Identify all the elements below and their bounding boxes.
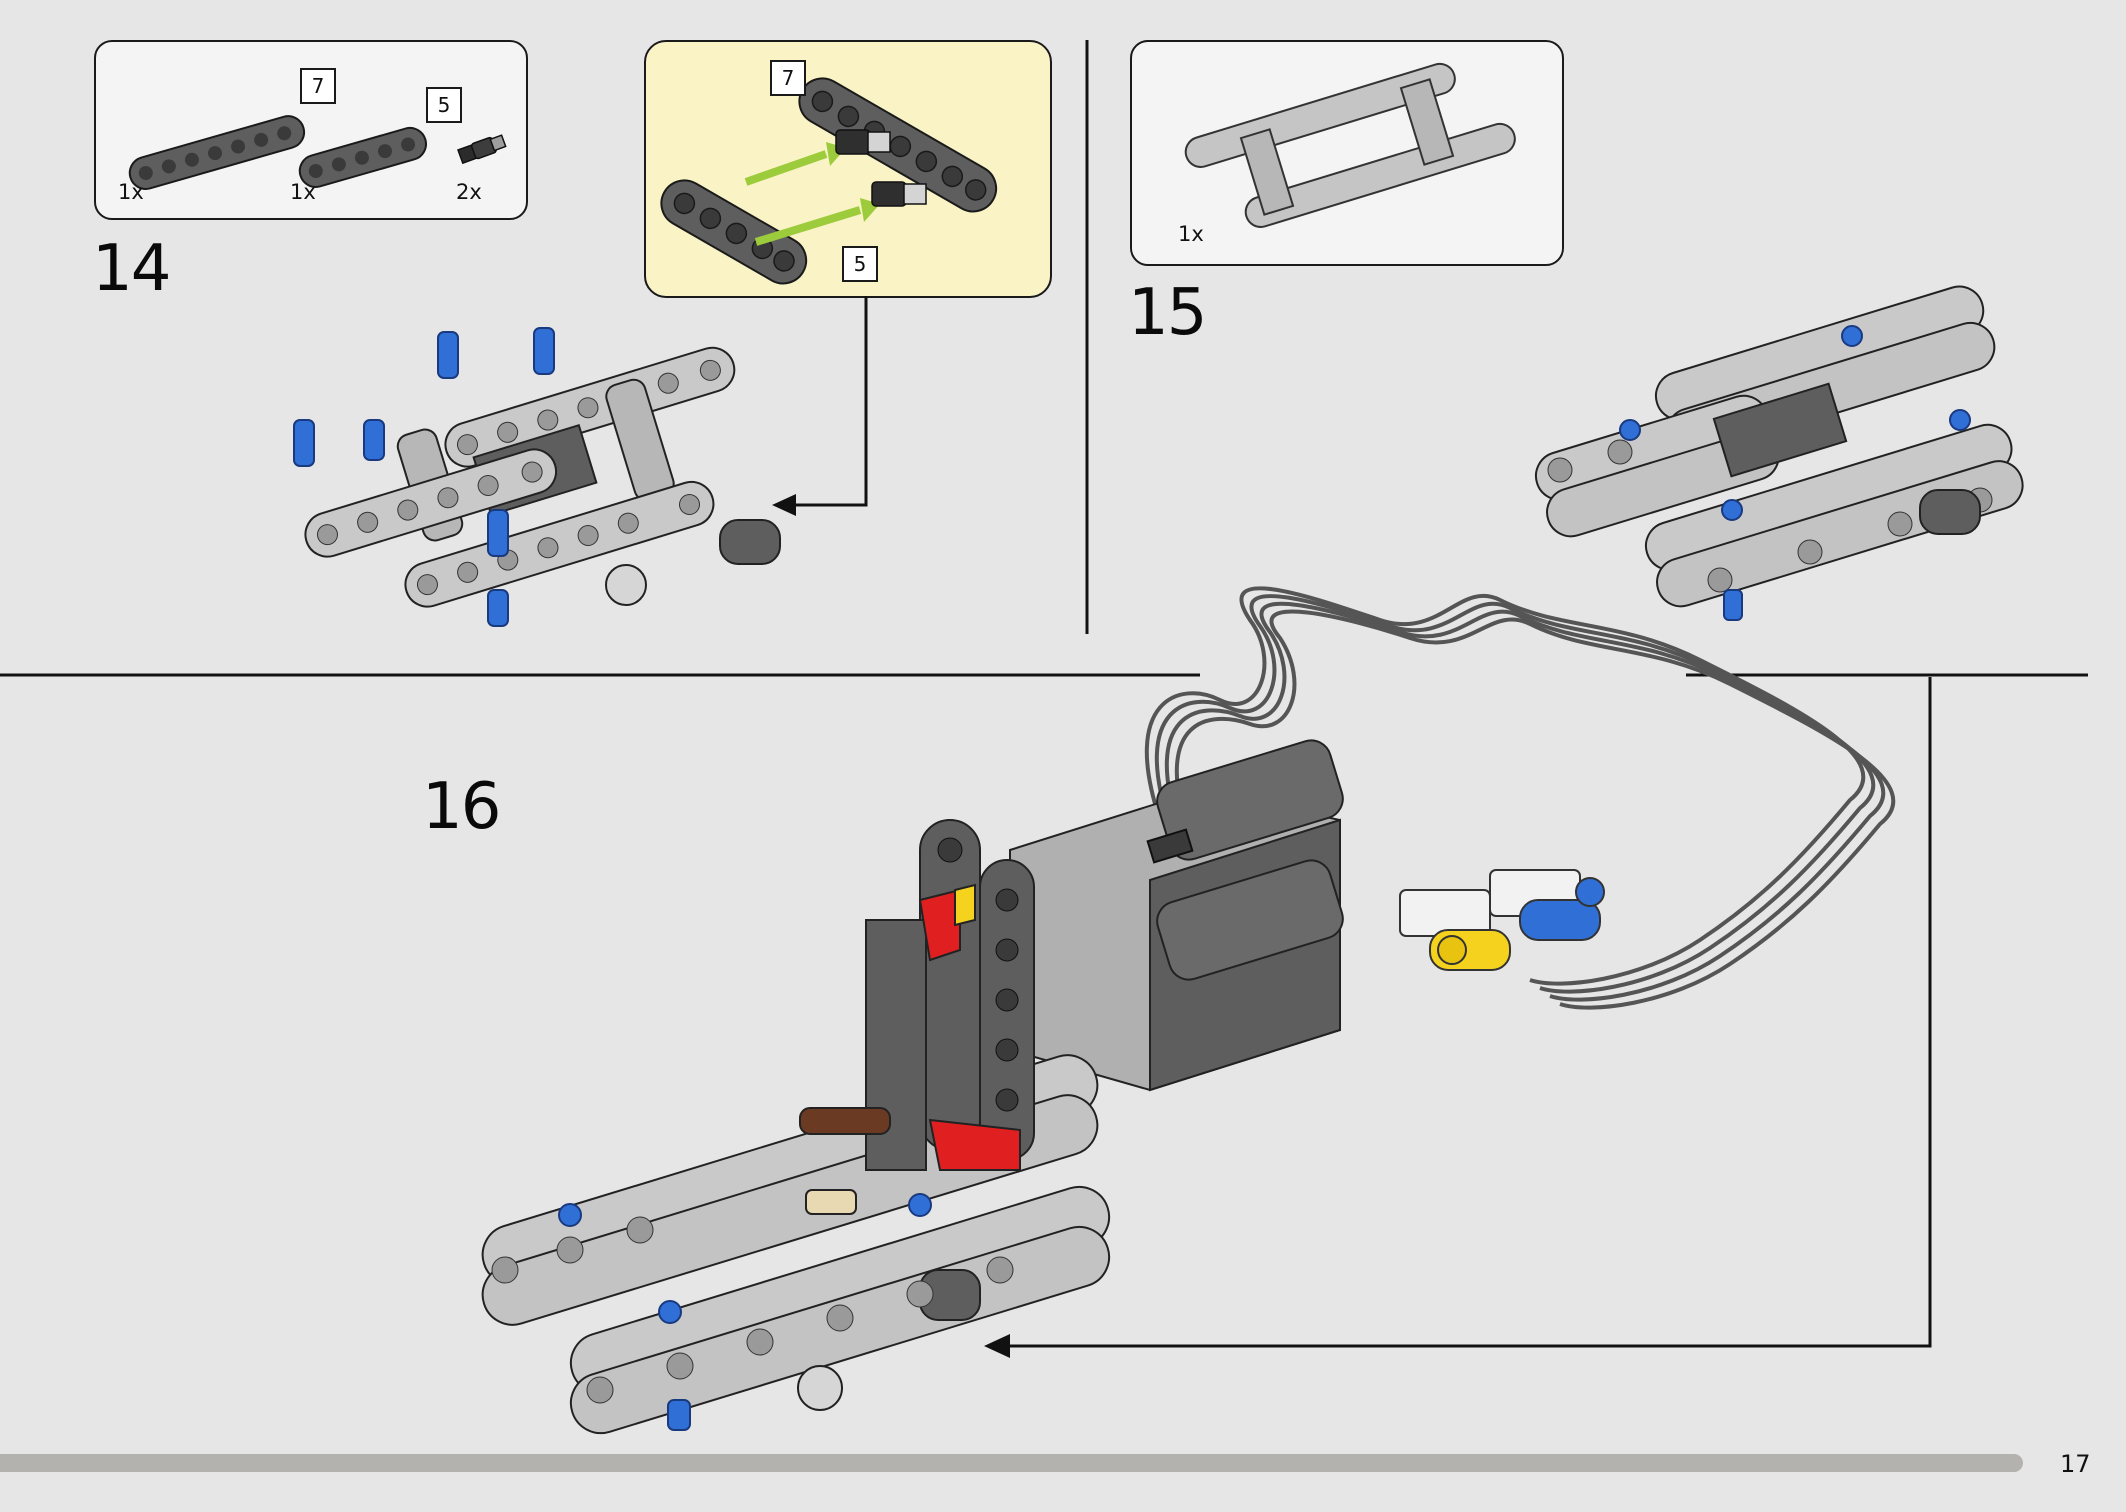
beam-7-length-tag: 7 <box>300 68 336 104</box>
axle-pin-qty: 2x <box>456 180 482 204</box>
callout-illustration <box>660 77 998 285</box>
callout-tag-7: 7 <box>770 60 806 96</box>
progress-bar <box>0 1454 2023 1472</box>
step-14-number: 14 <box>92 232 171 306</box>
beam-7-qty: 1x <box>118 180 144 204</box>
step-16-number: 16 <box>422 770 501 844</box>
beam-7-part <box>128 115 507 190</box>
frame-subassembly-qty: 1x <box>1178 222 1204 246</box>
step-14-parts-list: 7 5 1x 1x 2x <box>94 40 528 220</box>
page-number: 17 <box>2060 1450 2091 1478</box>
step-14-callout: 7 5 <box>644 40 1052 298</box>
step-15-parts-list: 1x <box>1130 40 1564 266</box>
beam-5-length-tag: 5 <box>426 87 462 123</box>
step-16-model <box>481 586 1896 1435</box>
step-15-model <box>1534 285 2024 621</box>
frame-subassembly-part <box>1184 62 1516 228</box>
beam-5-qty: 1x <box>290 180 316 204</box>
callout-tag-5: 5 <box>842 246 878 282</box>
step-14-model <box>293 327 781 627</box>
step-15-number: 15 <box>1128 276 1207 350</box>
